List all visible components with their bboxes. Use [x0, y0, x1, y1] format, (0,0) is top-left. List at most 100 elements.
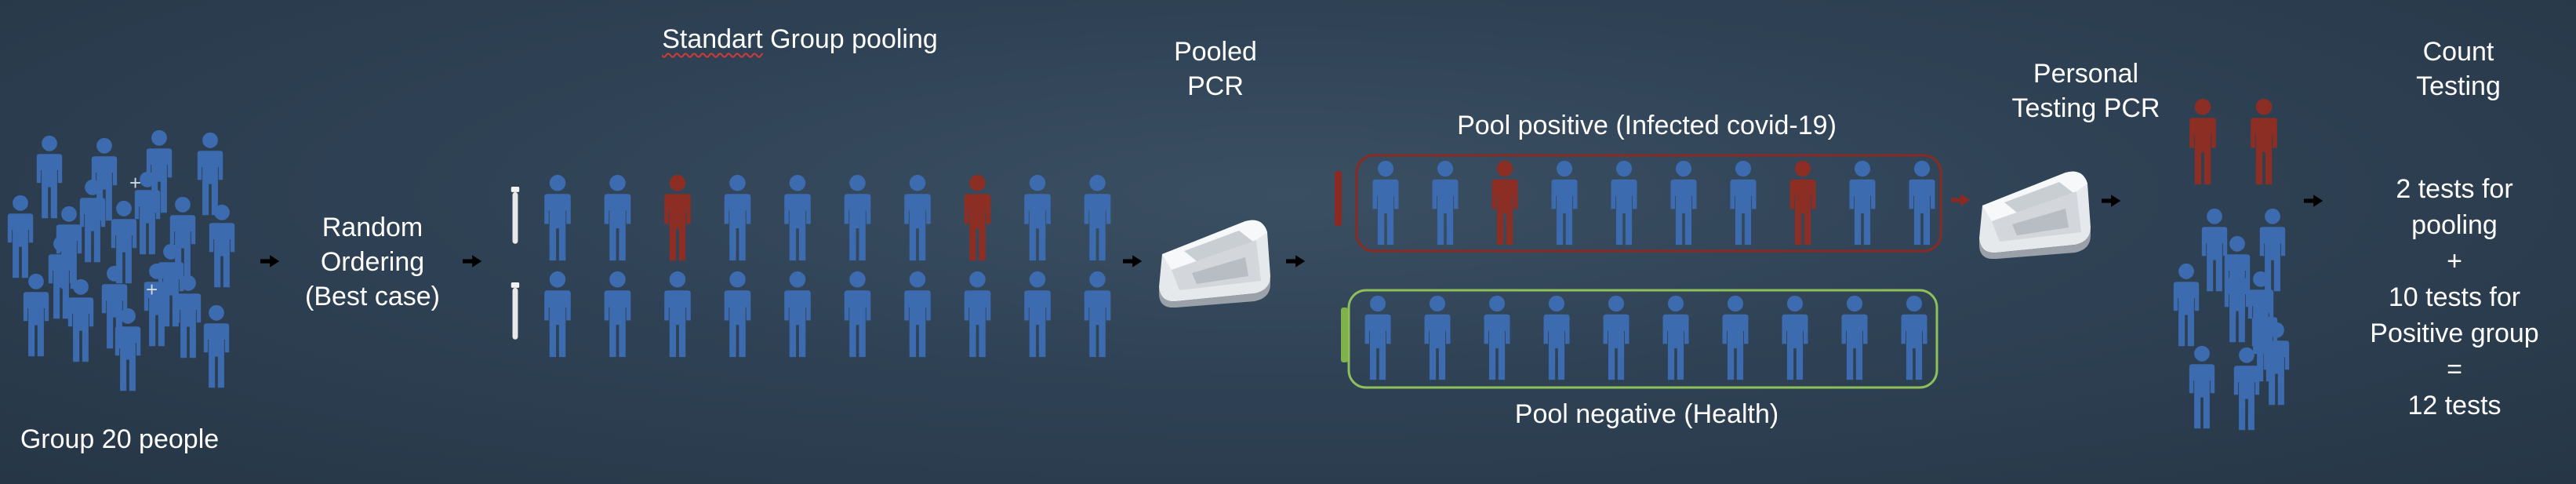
arrow-icon — [2102, 195, 2121, 207]
test-tube-icon — [510, 282, 520, 340]
person-icon — [23, 273, 49, 357]
person-icon — [2173, 263, 2200, 347]
person-icon — [904, 271, 931, 358]
plus-mark: + — [146, 278, 158, 301]
person-icon — [2189, 98, 2216, 185]
person-icon — [1543, 295, 1570, 380]
person-icon — [175, 275, 202, 358]
person-icon — [1424, 295, 1451, 380]
person-icon — [1024, 271, 1051, 358]
pcr-machine-icon — [1979, 171, 2091, 259]
standart-word: Standart — [662, 24, 763, 54]
arrow-icon — [1286, 255, 1306, 267]
crowd-group: + + — [7, 129, 235, 391]
person-icon — [1849, 160, 1876, 246]
person-icon — [1024, 174, 1051, 261]
plus-mark: + — [129, 171, 141, 195]
random-line-1: Random — [322, 213, 423, 242]
person-icon — [1372, 160, 1399, 246]
person-icon — [544, 271, 571, 358]
person-icon — [1551, 160, 1578, 246]
count-plus: + — [2447, 246, 2462, 276]
person-icon — [203, 304, 230, 388]
pool-positive-label: Pool positive (Infected covid-19) — [1457, 111, 1837, 140]
person-icon — [1432, 160, 1459, 246]
test-tube-icon — [510, 187, 520, 244]
person-icon — [664, 271, 691, 358]
person-icon — [7, 195, 34, 278]
person-icon — [36, 135, 63, 219]
person-icon — [1084, 271, 1111, 358]
person-icon — [1491, 160, 1518, 246]
random-ordering-label: Random Ordering (Best case) — [290, 210, 455, 314]
person-icon — [964, 271, 991, 358]
person-icon — [904, 174, 931, 261]
person-icon — [1841, 295, 1868, 380]
person-icon — [664, 174, 691, 261]
person-icon — [67, 278, 94, 362]
arrow-icon — [260, 255, 280, 267]
count-pooling-2: pooling — [2411, 210, 2498, 240]
personal-result-group — [2173, 98, 2290, 431]
person-icon — [964, 174, 991, 261]
personal-testing-label: Personal Testing PCR — [1984, 56, 2188, 126]
person-icon — [1722, 295, 1749, 380]
count-breakdown: 2 tests for pooling + 10 tests for Posit… — [2337, 171, 2572, 424]
pool-negative-label: Pool negative (Health) — [1514, 399, 1779, 429]
count-line-2: Testing — [2416, 71, 2501, 101]
person-icon — [1909, 160, 1935, 246]
person-icon — [1901, 295, 1927, 380]
person-icon — [1662, 295, 1689, 380]
person-icon — [2201, 208, 2228, 292]
count-positive-2: Positive group — [2370, 318, 2539, 348]
person-icon — [1603, 295, 1630, 380]
person-icon — [784, 174, 811, 261]
personal-line-1: Personal — [2033, 59, 2139, 89]
count-pooling-1: 2 tests for — [2396, 174, 2513, 204]
person-icon — [844, 174, 871, 261]
count-positive-1: 10 tests for — [2388, 282, 2521, 312]
arrow-icon — [1951, 194, 1971, 206]
person-icon — [1484, 295, 1510, 380]
person-icon — [604, 174, 631, 261]
person-icon — [784, 271, 811, 358]
pcr-machine-icon — [1159, 220, 1270, 308]
random-line-3: (Best case) — [305, 282, 440, 311]
arrow-icon — [2304, 195, 2323, 207]
test-tube-icon — [1335, 171, 1342, 226]
test-tube-icon — [1341, 308, 1348, 362]
count-line-1: Count — [2422, 37, 2494, 67]
person-icon — [197, 132, 223, 216]
person-icon — [1670, 160, 1697, 246]
pooled-line-1: Pooled — [1174, 37, 1257, 67]
person-icon — [604, 271, 631, 358]
pooled-line-2: PCR — [1187, 71, 1244, 101]
count-equals: = — [2447, 355, 2462, 384]
standard-row-2 — [544, 271, 1111, 358]
person-icon — [2251, 98, 2277, 185]
person-icon — [844, 271, 871, 358]
pool-negative-frame — [1347, 289, 1938, 389]
count-total: 12 tests — [2407, 391, 2502, 420]
count-testing-title: Count Testing — [2353, 35, 2564, 104]
pool-positive-row — [1372, 160, 1935, 246]
person-icon — [1789, 160, 1816, 246]
standart-pooling-title: Standart Group pooling — [627, 22, 972, 56]
person-icon — [1611, 160, 1637, 246]
person-icon — [1364, 295, 1391, 380]
pooled-pcr-label: Pooled PCR — [1145, 35, 1286, 104]
person-icon — [544, 174, 571, 261]
arrow-icon — [1123, 255, 1143, 267]
person-icon — [2189, 345, 2215, 429]
person-icon — [1782, 295, 1808, 380]
person-icon — [1730, 160, 1757, 246]
person-icon — [724, 174, 751, 261]
person-icon — [724, 271, 751, 358]
pool-positive-frame — [1355, 154, 1942, 253]
person-icon — [2233, 347, 2260, 431]
pool-negative-row — [1364, 295, 1927, 380]
personal-line-2: Testing PCR — [2011, 93, 2160, 123]
arrow-icon — [463, 255, 482, 267]
person-icon — [1084, 174, 1111, 261]
